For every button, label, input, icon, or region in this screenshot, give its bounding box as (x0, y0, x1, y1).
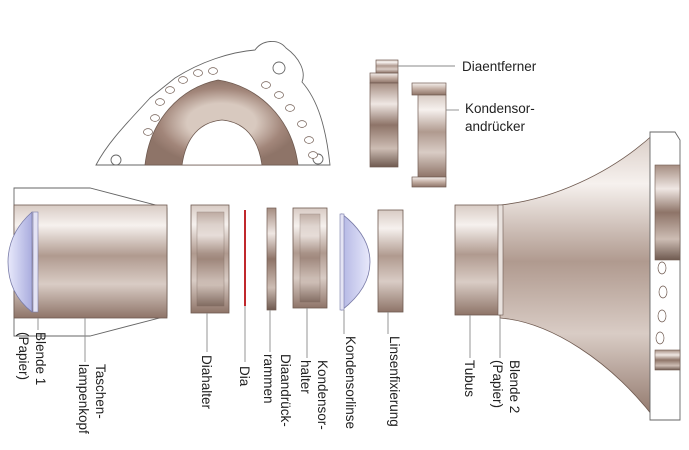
label-linsenfixierung: Linsenfixierung (387, 336, 402, 427)
diaandrueckrammen-part (266, 207, 277, 352)
label-blende-1: Blende 1 (33, 332, 48, 385)
label-kondensorandruecker-line1: Kondensor- (465, 101, 535, 116)
diaentferner-part (369, 59, 455, 168)
dia-part (244, 210, 246, 362)
kondensorandruecker-part (411, 82, 459, 188)
label-blende-1-papier: (Papier) (16, 332, 31, 380)
tubus-part (454, 131, 681, 421)
kondensorhalter-part (292, 207, 328, 358)
label-kondensorhalter-line2: halter (298, 360, 313, 394)
label-diaandrueck-line1: Diaandrück- (278, 354, 293, 427)
flange-disc (95, 41, 331, 166)
label-kondensorlinse: Kondensorlinse (343, 336, 358, 429)
label-kondensorhalter-line1: Kondensor- (315, 360, 330, 430)
label-diahalter: Diahalter (199, 355, 214, 410)
label-taschenlampenkopf-line2: lampenkopf (76, 364, 91, 434)
label-tubus: Tubus (462, 360, 477, 397)
label-dia: Dia (237, 366, 252, 387)
label-blende-2-papier: (Papier) (490, 360, 505, 408)
label-kondensorandruecker-line2: andrücker (465, 119, 526, 134)
label-taschenlampenkopf-line1: Taschen- (93, 364, 108, 419)
linsenfixierung-part (377, 209, 404, 334)
label-diaandrueck-line2: rammen (261, 354, 276, 404)
taschenlampenkopf-part (7, 187, 168, 362)
kondensorlinse-part (339, 213, 371, 334)
label-diaentferner: Diaentferner (462, 59, 537, 74)
label-blende-2: Blende 2 (507, 360, 522, 413)
diahalter-part (190, 204, 230, 352)
